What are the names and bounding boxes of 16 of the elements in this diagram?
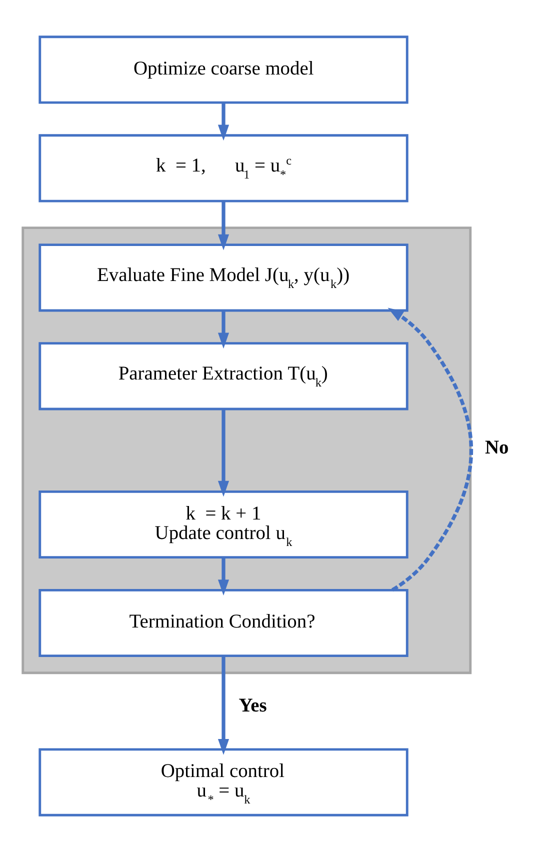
arrow [218, 656, 230, 755]
arrow [388, 308, 474, 592]
edge-label: No [484, 438, 509, 459]
edge-label: Yes [238, 696, 267, 717]
arrow [218, 310, 230, 349]
arrow [218, 409, 230, 497]
arrow [218, 202, 230, 250]
node-box: Optimize coarse model [38, 36, 408, 104]
node-box: Parameter Extraction T(u$_{k}$) [38, 342, 408, 410]
node-box: Termination Condition? [38, 588, 408, 658]
node-box: k = k + 1 Update control u$_{k}$ [38, 490, 408, 559]
node-box: Optimal control u$_{*}$ = u$_{k}$ [38, 748, 408, 816]
node-box: Evaluate Fine Model J(u$_{k}$, y(u$_{k}$)) [38, 244, 408, 312]
arrow [218, 102, 230, 141]
arrow [218, 558, 230, 596]
cluster [22, 226, 472, 674]
